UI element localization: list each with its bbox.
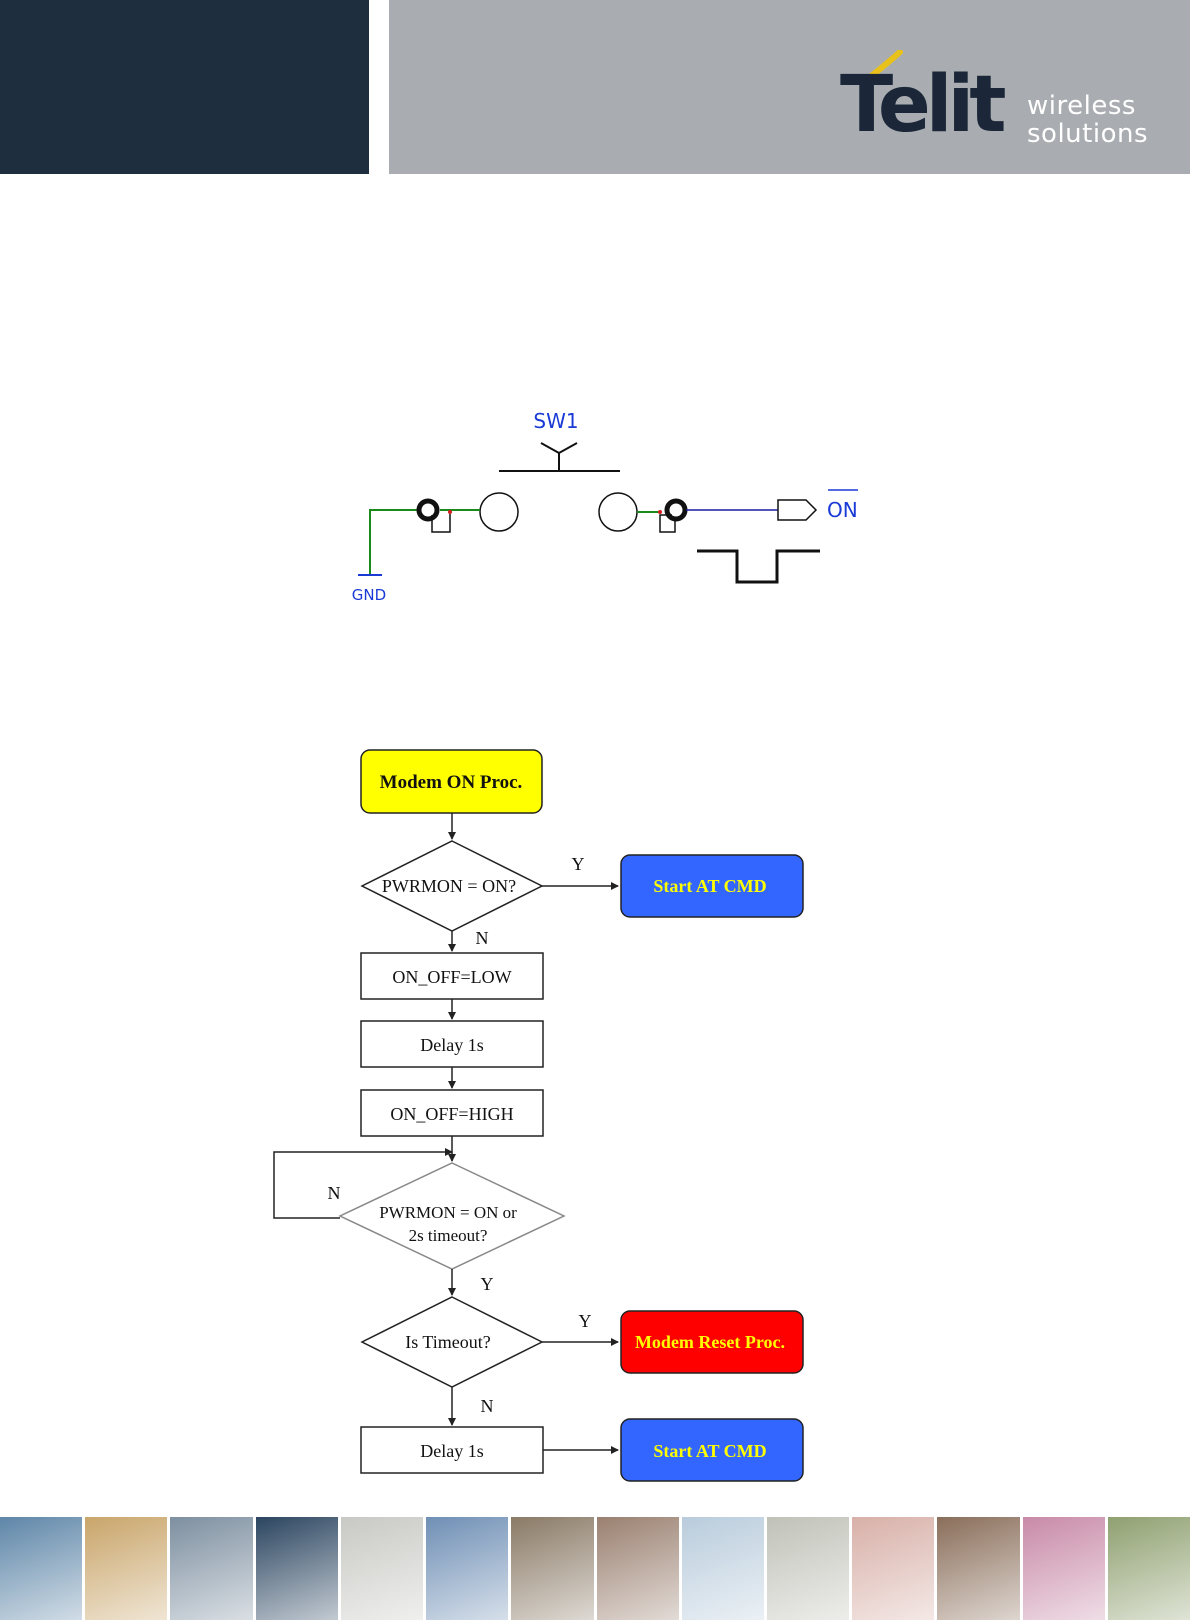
footer-photo-containers xyxy=(170,1517,252,1620)
decision-is-timeout-label: Is Timeout? xyxy=(405,1332,491,1352)
footer-photo-printing xyxy=(1023,1517,1105,1620)
modem-reset-label: Modem Reset Proc. xyxy=(635,1332,785,1352)
loop-no-label: N xyxy=(328,1183,341,1203)
decision-pwrmon-timeout-line2: 2s timeout? xyxy=(409,1226,488,1245)
start-node-label: Modem ON Proc. xyxy=(380,772,523,793)
footer-photo-traffic xyxy=(0,1517,82,1620)
footer-photo-clock-display xyxy=(256,1517,338,1620)
pin-right-dot xyxy=(658,510,662,514)
footer-photo-meter xyxy=(767,1517,849,1620)
pin-right-icon xyxy=(667,501,685,519)
decision-pwrmon-on-label: PWRMON = ON? xyxy=(382,876,516,896)
footer-photo-train xyxy=(937,1517,1019,1620)
d1-no-label: N xyxy=(476,928,489,948)
output-label: ON xyxy=(827,498,858,522)
switch-actuator xyxy=(541,443,577,471)
decision-pwrmon-timeout-line1: PWRMON = ON or xyxy=(379,1203,517,1222)
footer-photo-wind-turbines xyxy=(682,1517,764,1620)
d2-yes-label: Y xyxy=(481,1274,494,1294)
pin-left-dot xyxy=(448,510,452,514)
footer-photo-laser xyxy=(852,1517,934,1620)
d1-yes-label: Y xyxy=(572,854,585,874)
d3-yes-label: Y xyxy=(579,1311,592,1331)
footer-photo-vending xyxy=(597,1517,679,1620)
start-at-cmd-label-2: Start AT CMD xyxy=(653,1441,766,1461)
step-delay-1-label: Delay 1s xyxy=(420,1035,483,1055)
footer-photo-laptop xyxy=(341,1517,423,1620)
step-on-off-high-label: ON_OFF=HIGH xyxy=(390,1104,513,1124)
footer-photo-pay-phone xyxy=(85,1517,167,1620)
switch-label: SW1 xyxy=(533,409,578,433)
pulse-waveform xyxy=(697,551,820,582)
footer-photo-card-reader xyxy=(511,1517,593,1620)
step-on-off-low-label: ON_OFF=LOW xyxy=(392,967,511,987)
footer-image-strip xyxy=(0,1517,1190,1620)
d3-no-label: N xyxy=(481,1396,494,1416)
switch-contact-right xyxy=(599,493,637,531)
output-port-icon xyxy=(778,500,816,520)
switch-schematic: SW1 GND ON xyxy=(352,409,858,604)
footer-photo-cyclist xyxy=(426,1517,508,1620)
start-at-cmd-label-1: Start AT CMD xyxy=(653,876,766,896)
footer-photo-camera xyxy=(1108,1517,1190,1620)
ground-label: GND xyxy=(352,586,386,604)
flowchart: Modem ON Proc. PWRMON = ON? Y Start AT C… xyxy=(274,750,803,1481)
ground-wire xyxy=(370,510,428,574)
pin-left-icon xyxy=(419,501,437,519)
switch-contact-left xyxy=(480,493,518,531)
step-delay-2-label: Delay 1s xyxy=(420,1441,483,1461)
